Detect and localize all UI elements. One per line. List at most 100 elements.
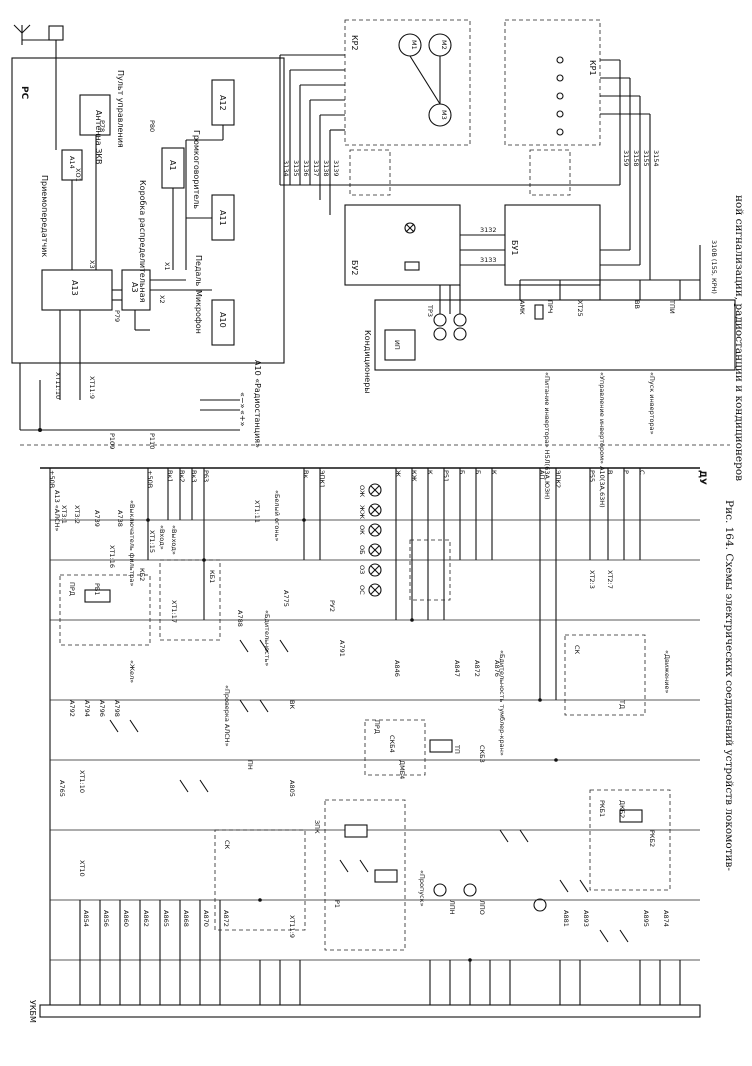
function-label: «Белый огонь» [273,490,281,541]
relay-label: СКБ3 [478,745,486,763]
relay-labels: А13 «АЛСН» РБ1 ПРД КБ2 КБ1 СК ПН ВК ЗПК … [53,490,656,915]
wire-label: 3132 [480,226,497,234]
relay-label: РУ2 [328,600,336,612]
wire-label: А805 [288,780,296,797]
feed-labels: +50В +50В Вк1 Вк2 Вк3 Р63 Вк ЭПК1 Ж КЖ К… [48,470,646,488]
wire-label: 3155 [642,150,650,167]
rail-bottom-label: УКБМ [28,1000,37,1023]
wire-label: Р110 [148,433,156,449]
feed-label: ЭПК1 [318,470,326,488]
supply-label: «Пуск инвертора» [648,372,656,435]
terminal-label: ХТ1:16 [108,545,116,568]
wire-label: А791 [338,640,346,657]
feed-label: Ж [394,470,402,477]
wire-label: А865 [162,910,170,927]
wire-label: А881 [562,910,570,927]
radio-station-diagram: РС Антенна ЗКВ Пульт управления А14 А1 А… [11,24,285,449]
terminal-label: ХТ10 [78,860,86,877]
tr3-label: ТР3 [426,304,434,317]
relay-label: КБ2 [138,568,146,581]
relay-label: ЗПК [313,820,321,834]
feed-label: ЭПК2 [554,470,562,488]
wire-label: 3154 [652,150,660,167]
wire-label: А895 [642,910,650,927]
wire-label: 3133 [480,256,497,264]
feed-label: В [606,470,614,474]
light-label: ОЖ [358,485,366,497]
relay-label: ТД [618,699,626,709]
connector-label: Х1 [163,262,171,271]
signal-lights: ОЖ ЖЖ ОК ОБ ОЗ ОС [358,483,547,912]
light-label: ОБ [358,545,366,555]
wire-label: Р80 [148,120,156,132]
relay-label: КБ1 [208,570,216,583]
bu1-label: БУ1 [510,240,519,255]
a11-label: А11 [218,210,227,226]
amk-label: АМК [518,300,526,315]
function-label: «Пропуск» [418,870,426,907]
tpi-label: ТПИ [668,299,676,314]
ip-inner-label: ИП [393,340,401,350]
wire-label: А739 [93,510,101,527]
function-label: «Проверка АЛСН» [223,685,231,747]
relay-label: ТП [453,744,461,754]
wire-label: 3159 [622,150,630,167]
wire-label: 3158 [632,150,640,167]
kr2-label: КР2 [350,35,359,51]
connector-label: Х3 [88,260,96,269]
wire-label: А893 [582,910,590,927]
relay-label: ЛПН [448,900,456,915]
antenna-label: Антенна ЗКВ [94,110,103,165]
a1-label: А1 [168,160,177,171]
side-caption: ной сигнализации, радиостанции и кондици… [733,195,745,481]
feed-label: К [490,470,498,475]
relay-label: РКБ1 [598,800,606,817]
connector-label: ХТ11:9 [88,376,96,399]
loudspeaker-label: Громкоговоритель [192,130,201,209]
feed-label: +50В [48,470,56,488]
feed-label: КЖ [410,470,418,482]
motor-label: М2 [440,40,448,50]
xt25-label: ХТ25 [576,300,584,317]
wire-label: А856 [102,910,110,927]
wire-label: А860 [122,910,130,927]
conditioners-label: Кондиционеры [363,330,372,394]
wire-label: А847 [453,660,461,677]
feed-label: Р55 [588,470,596,482]
a10-label: А10 [218,312,227,328]
wire-label: А862 [142,910,150,927]
feed-label: Б [474,470,482,474]
feed-label: С [638,470,646,475]
function-label: «Выключатель фильтра» [128,500,136,586]
feed-label: Вк1 [166,470,174,483]
supply-label: «Питание инвертора» Н5Л(63А,ЮЗН) [543,372,551,500]
wire-label: А872 [222,910,230,927]
wire-label: А854 [82,910,90,927]
wire-label: 3138 [322,160,330,177]
relay-label: ВК [288,700,296,709]
motor-label: М1 [410,40,418,50]
wire-label: А874 [662,910,670,927]
wire-label: А775 [282,590,290,607]
signalling-diagram: ДУ УКБМ +50В +50В Вк1 Вк2 Вк3 Р63 Вк ЭПК… [28,467,707,1023]
top-right-label: 310В (155, КРН) [710,240,718,294]
wire-label: А872 [473,660,481,677]
rs-label: РС [19,86,29,100]
radio-footer-label: А10 «Радиостанция» [253,360,262,448]
feed-label: Вк3 [190,470,198,483]
relay-label: ЛПО [478,900,486,915]
function-label: «Жел» [128,660,136,683]
relay-label: ДМБ4 [398,760,406,779]
terminal-label: ХТ2:7 [606,570,614,589]
feed-label: Б [458,470,466,474]
wire-label: Р79 [113,310,121,322]
terminal-label: ХТ1:10 [78,770,86,793]
wire-label: 3136 [302,160,310,177]
wire-label: 3135 [292,160,300,177]
wire-label: Р78 [98,120,106,132]
wire-label: А765 [58,780,66,797]
terminal-label: ХТ1:17 [170,600,178,623]
relay-label: ПРД [373,720,381,734]
